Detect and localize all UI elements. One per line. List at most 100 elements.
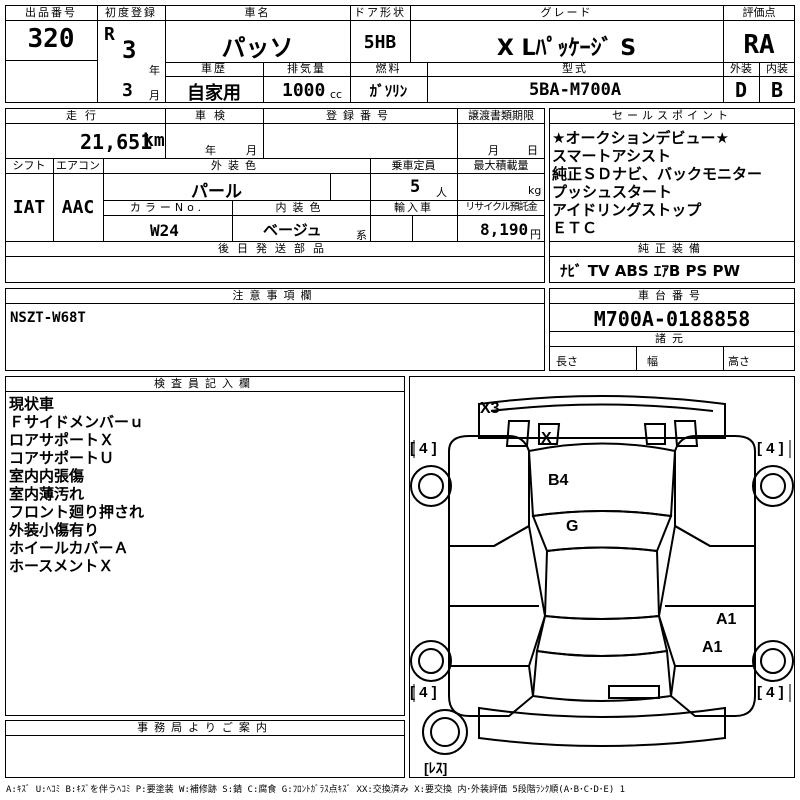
score-label: 評価点 xyxy=(742,6,776,19)
model-label: 型式 xyxy=(562,62,588,75)
car-name: パッソ xyxy=(221,34,294,62)
capacity-label: 乗車定員 xyxy=(391,159,436,172)
car-diagram xyxy=(410,395,794,755)
inspector-note: 外装小傷有り xyxy=(9,521,100,539)
damage-mark-x3: X3 xyxy=(480,400,500,417)
load-unit: kg xyxy=(528,184,542,197)
equipment-label: 純正装備 xyxy=(638,242,706,255)
sales-point: アイドリングストップ xyxy=(552,201,702,219)
int-color-unit: 系 xyxy=(356,229,367,242)
damage-mark-x: X xyxy=(541,430,552,447)
damage-mark-a1-upper: A1 xyxy=(716,611,737,628)
sales-point: 純正ＳＤナビ、バックモニター xyxy=(552,165,763,183)
color-no-value: W24 xyxy=(150,221,179,240)
legend: A:ｷｽﾞ U:ﾍｺﾐ B:ｷｽﾞを伴うﾍｺﾐ P:要塗装 W:補修跡 S:錆 … xyxy=(6,785,626,795)
int-color-label: 内装色 xyxy=(275,201,327,214)
inspector-note: 室内薄汚れ xyxy=(9,485,85,503)
fuel-label: 燃料 xyxy=(375,62,402,75)
sales-point: ＥＴＣ xyxy=(552,219,598,237)
displacement-label: 排気量 xyxy=(287,62,326,75)
fuel-value: ｶﾞｿﾘﾝ xyxy=(369,82,408,100)
equipment-value: ﾅﾋﾞ TV ABS ｴｱB PS PW xyxy=(560,262,741,280)
office-box xyxy=(5,720,405,778)
recycle-unit: 円 xyxy=(530,228,541,241)
office-label: 事務局よりご案内 xyxy=(137,721,273,734)
spare-tire-status: [ﾚｽ] xyxy=(424,760,448,776)
height-label: 高さ xyxy=(728,355,750,368)
door-label: ドア形状 xyxy=(354,6,406,19)
inspector-label: 検査員記入欄 xyxy=(154,377,256,390)
inspector-note: フロント廻り押され xyxy=(9,503,145,521)
later-parts-label: 後日発送部品 xyxy=(218,242,332,255)
import-label: 輸入車 xyxy=(394,201,433,214)
width-label: 幅 xyxy=(647,355,658,368)
reg-year: 3 xyxy=(122,36,137,64)
history-label: 車歴 xyxy=(201,62,227,75)
grade-value: X Lﾊﾟｯｹｰｼﾞ S xyxy=(496,36,637,61)
model-value: 5BA-M700A xyxy=(528,80,622,100)
insp-month-unit: 月 xyxy=(246,144,257,157)
header-table xyxy=(5,5,795,103)
inspector-note: コアサポートＵ xyxy=(9,449,115,467)
mileage-label: 走行 xyxy=(66,109,104,122)
sales-points-label: セールスポイント xyxy=(612,109,732,122)
inspector-note: ホイールカバーＡ xyxy=(9,539,129,557)
damage-mark-g: G xyxy=(566,518,579,535)
inspector-note: 室内内張傷 xyxy=(9,467,85,485)
inspector-note: Ｆサイドメンバーｕ xyxy=(9,413,145,431)
sales-point: ★オークションデビュー★ xyxy=(552,129,729,147)
lot-number: 320 xyxy=(27,24,75,54)
insp-year-unit: 年 xyxy=(205,144,216,157)
displacement-unit: cc xyxy=(330,88,343,101)
tire-tread-front-left: [ 4 ] xyxy=(410,440,437,457)
int-color-value: ベージュ xyxy=(263,221,322,239)
tire-tread-front-right: [ 4 ] xyxy=(757,440,784,457)
notes-box xyxy=(5,288,545,371)
capacity-unit: 人 xyxy=(436,186,447,199)
inspector-box xyxy=(5,376,405,716)
inspector-note: 現状車 xyxy=(9,395,55,413)
score-value: RA xyxy=(743,30,775,60)
notes-value: NSZT-W68T xyxy=(10,310,86,326)
chassis-label: 車台番号 xyxy=(638,289,706,302)
color-label: 外装色 xyxy=(211,159,262,172)
ext-score: D xyxy=(734,78,748,102)
capacity-value: 5 xyxy=(410,177,421,197)
recycle-label: リサイクル預託金 xyxy=(465,202,538,213)
sales-points-list: ★オークションデビュー★ スマートアシスト 純正ＳＤナビ、バックモニター プッシ… xyxy=(552,129,762,237)
door-value: 5HB xyxy=(363,32,397,53)
deadline-month-unit: 月 xyxy=(488,144,499,157)
ac-value: AAC xyxy=(61,197,95,218)
shift-label: シフト xyxy=(12,159,46,172)
ext-label: 外装 xyxy=(730,62,752,75)
lot-label: 出品番号 xyxy=(25,6,77,19)
name-label: 車名 xyxy=(244,6,271,19)
sales-points-box xyxy=(549,108,795,283)
displacement-value: 1000 xyxy=(282,80,326,101)
inspector-note: ロアサポートＸ xyxy=(9,431,115,449)
era: R xyxy=(104,24,115,45)
deadline-day-unit: 日 xyxy=(527,144,538,157)
shift-value: IAT xyxy=(12,197,46,218)
recycle-value: 8,190 xyxy=(480,220,529,239)
inspection-label: 車検 xyxy=(195,109,233,122)
tire-tread-rear-left: [ 4 ] xyxy=(410,684,437,701)
inspector-notes: 現状車 Ｆサイドメンバーｕ ロアサポートＸ コアサポートＵ 室内内張傷 室内薄汚… xyxy=(9,395,144,575)
dims-label: 諸元 xyxy=(655,332,689,345)
mileage-value: 21,651 xyxy=(80,130,153,154)
damage-mark-a1-lower: A1 xyxy=(702,639,723,656)
detail-table xyxy=(5,108,545,283)
ac-label: エアコン xyxy=(56,159,100,172)
deadline-label: 譲渡書類期限 xyxy=(468,109,534,122)
tire-tread-rear-right: [ 4 ] xyxy=(757,684,784,701)
chassis-number: M700A-0188858 xyxy=(593,307,751,331)
sales-point: スマートアシスト xyxy=(552,147,671,165)
int-score: B xyxy=(770,78,784,102)
damage-mark-b4: B4 xyxy=(548,472,569,489)
year-unit: 年 xyxy=(149,64,160,77)
inspector-note: ホースメントＸ xyxy=(9,557,114,575)
car-diagram-box xyxy=(409,376,795,778)
max-load-label: 最大積載量 xyxy=(473,159,529,172)
int-label: 内装 xyxy=(766,62,788,75)
month-unit: 月 xyxy=(149,89,160,102)
